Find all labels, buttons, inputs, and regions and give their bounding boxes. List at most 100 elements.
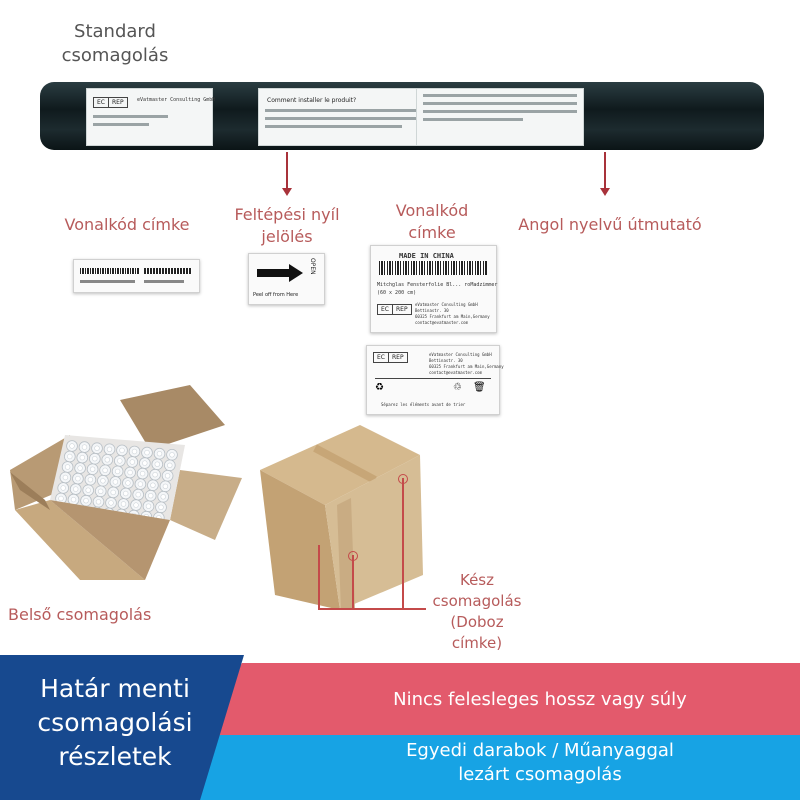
standard-line1: Standard bbox=[74, 21, 156, 42]
roll-core bbox=[62, 474, 69, 481]
roll-core bbox=[142, 460, 148, 466]
roll-core bbox=[87, 476, 94, 483]
bin-icon: 🗑 bbox=[473, 382, 486, 393]
box-flap-right bbox=[170, 470, 242, 540]
barcode-label-sticker: MADE IN CHINA Mitchglas Fensterfolie Bl.… bbox=[370, 245, 497, 333]
roll-core bbox=[156, 450, 163, 457]
peel-text: Peel off from Here bbox=[253, 292, 299, 298]
roll-rep: REP bbox=[111, 99, 124, 106]
roll-core bbox=[160, 494, 166, 500]
roll-core bbox=[135, 491, 141, 498]
made-in-text: MADE IN CHINA bbox=[399, 252, 454, 260]
banner-red-text: Nincs felesleges hossz vagy súly bbox=[393, 689, 687, 710]
roll-core bbox=[81, 444, 88, 450]
standard-line2: csomagolás bbox=[61, 45, 169, 66]
roll-core bbox=[70, 496, 77, 503]
roll-ec: EC bbox=[94, 98, 109, 107]
marker-dot1 bbox=[398, 474, 408, 484]
banner-blue-text: Egyedi darabok / Műanyaggal lezárt csoma… bbox=[330, 739, 750, 787]
box-flap-back bbox=[120, 385, 225, 450]
roll-core bbox=[89, 466, 96, 472]
roll-core bbox=[67, 453, 73, 460]
label3-rep: REP bbox=[391, 354, 404, 361]
label3-ec-rep: EC REP bbox=[373, 352, 408, 363]
label2-city: 60325 Frankfurt am Main,Germany bbox=[415, 314, 490, 319]
tear-arrow-caption: Feltépési nyíl jelölés bbox=[222, 204, 352, 248]
marker-line-vert3 bbox=[318, 545, 320, 610]
roll-core bbox=[150, 482, 156, 488]
banner-title-line2: csomagolási bbox=[37, 708, 193, 737]
english-guide-caption: Angol nyelvű útmutató bbox=[518, 215, 702, 234]
roll-core bbox=[58, 495, 64, 502]
ec-rep-recycling-sticker: EC REP eVatmaster Consulting GmbH Bettin… bbox=[366, 345, 504, 415]
roll-core bbox=[95, 499, 102, 505]
roll-company: eVatmaster Consulting GmbH bbox=[137, 97, 216, 103]
roll-core bbox=[139, 470, 146, 477]
banner-red-strip bbox=[200, 663, 800, 735]
marker-line-horiz bbox=[318, 608, 426, 610]
marker-dot2 bbox=[348, 551, 358, 561]
arrow-guide-head bbox=[600, 188, 610, 196]
inner-packaging-caption: Belső csomagolás bbox=[8, 605, 152, 624]
roll-core bbox=[60, 485, 66, 491]
tear-line1: Feltépési nyíl bbox=[234, 205, 340, 224]
roll-core bbox=[162, 483, 169, 490]
closed-carton bbox=[260, 425, 423, 610]
roll-heading: Comment installer le produit? bbox=[267, 97, 357, 104]
label3-ec: EC bbox=[374, 353, 389, 362]
label2-company: eVatmaster Consulting GmbH bbox=[415, 302, 478, 307]
roll-core bbox=[144, 449, 150, 456]
roll-core bbox=[133, 502, 139, 508]
banner-title-line3: részletek bbox=[58, 742, 172, 771]
roll-core bbox=[120, 501, 127, 507]
standard-packaging-label: Standard csomagolás bbox=[40, 20, 190, 68]
roll-core bbox=[169, 452, 175, 458]
roll-core bbox=[106, 446, 113, 453]
label2-street: Bettinastr. 30 bbox=[415, 308, 449, 313]
banner-title-line1: Határ menti bbox=[40, 674, 190, 703]
barcode2-line2: címke bbox=[408, 223, 456, 242]
roll-core bbox=[148, 492, 154, 499]
roll-core bbox=[69, 443, 75, 449]
tear-arrow-icon bbox=[289, 264, 303, 282]
roll-core bbox=[64, 464, 71, 470]
marker-line-vert2 bbox=[352, 555, 354, 610]
open-text: OPEN bbox=[309, 258, 316, 275]
label3-street: Bettinastr. 30 bbox=[429, 358, 463, 363]
marker-line-vert1 bbox=[402, 478, 404, 608]
recycling-icons: ♻ ♲ 🗑 bbox=[375, 378, 491, 397]
barcode2-caption: Vonalkód címke bbox=[372, 200, 492, 244]
roll-core bbox=[154, 461, 161, 467]
barcode-label-caption: Vonalkód címke bbox=[64, 215, 190, 234]
roll-core bbox=[77, 465, 83, 471]
ready-line4: címke) bbox=[451, 634, 503, 652]
roll-core bbox=[100, 478, 106, 484]
banner-blue-strip bbox=[170, 735, 800, 800]
sort-text: Séparez les éléments avant de trier bbox=[381, 402, 466, 407]
roll-core bbox=[97, 488, 104, 495]
box-side-right bbox=[50, 500, 170, 580]
ready-packaging-caption: Kész csomagolás (Doboz címke) bbox=[412, 570, 542, 654]
box-side-front bbox=[15, 500, 145, 580]
roll-core bbox=[117, 458, 123, 464]
roll-core bbox=[125, 480, 131, 486]
roll-core bbox=[152, 471, 158, 478]
arrow-tear-head bbox=[282, 188, 292, 196]
triman-icon: ♻ bbox=[375, 382, 384, 393]
roll-core bbox=[102, 467, 108, 474]
size-line: (60 x 200 cm) bbox=[377, 290, 417, 296]
roll-core bbox=[145, 503, 152, 509]
label2-rep: REP bbox=[395, 306, 408, 313]
roll-core bbox=[131, 448, 138, 455]
label2-ec-rep: EC REP bbox=[377, 304, 412, 315]
label3-company: eVatmaster Consulting GmbH bbox=[429, 352, 492, 357]
roll-core bbox=[137, 481, 144, 487]
roll-core bbox=[104, 457, 111, 463]
label3-city: 60325 Frankfurt am Main,Germany bbox=[429, 364, 504, 369]
box-left-side bbox=[260, 470, 340, 610]
roll-core bbox=[167, 462, 173, 469]
roll-core bbox=[158, 504, 164, 511]
roll-core bbox=[83, 497, 89, 504]
arrow-guide bbox=[604, 152, 606, 188]
ready-line2: csomagolás bbox=[432, 592, 522, 610]
